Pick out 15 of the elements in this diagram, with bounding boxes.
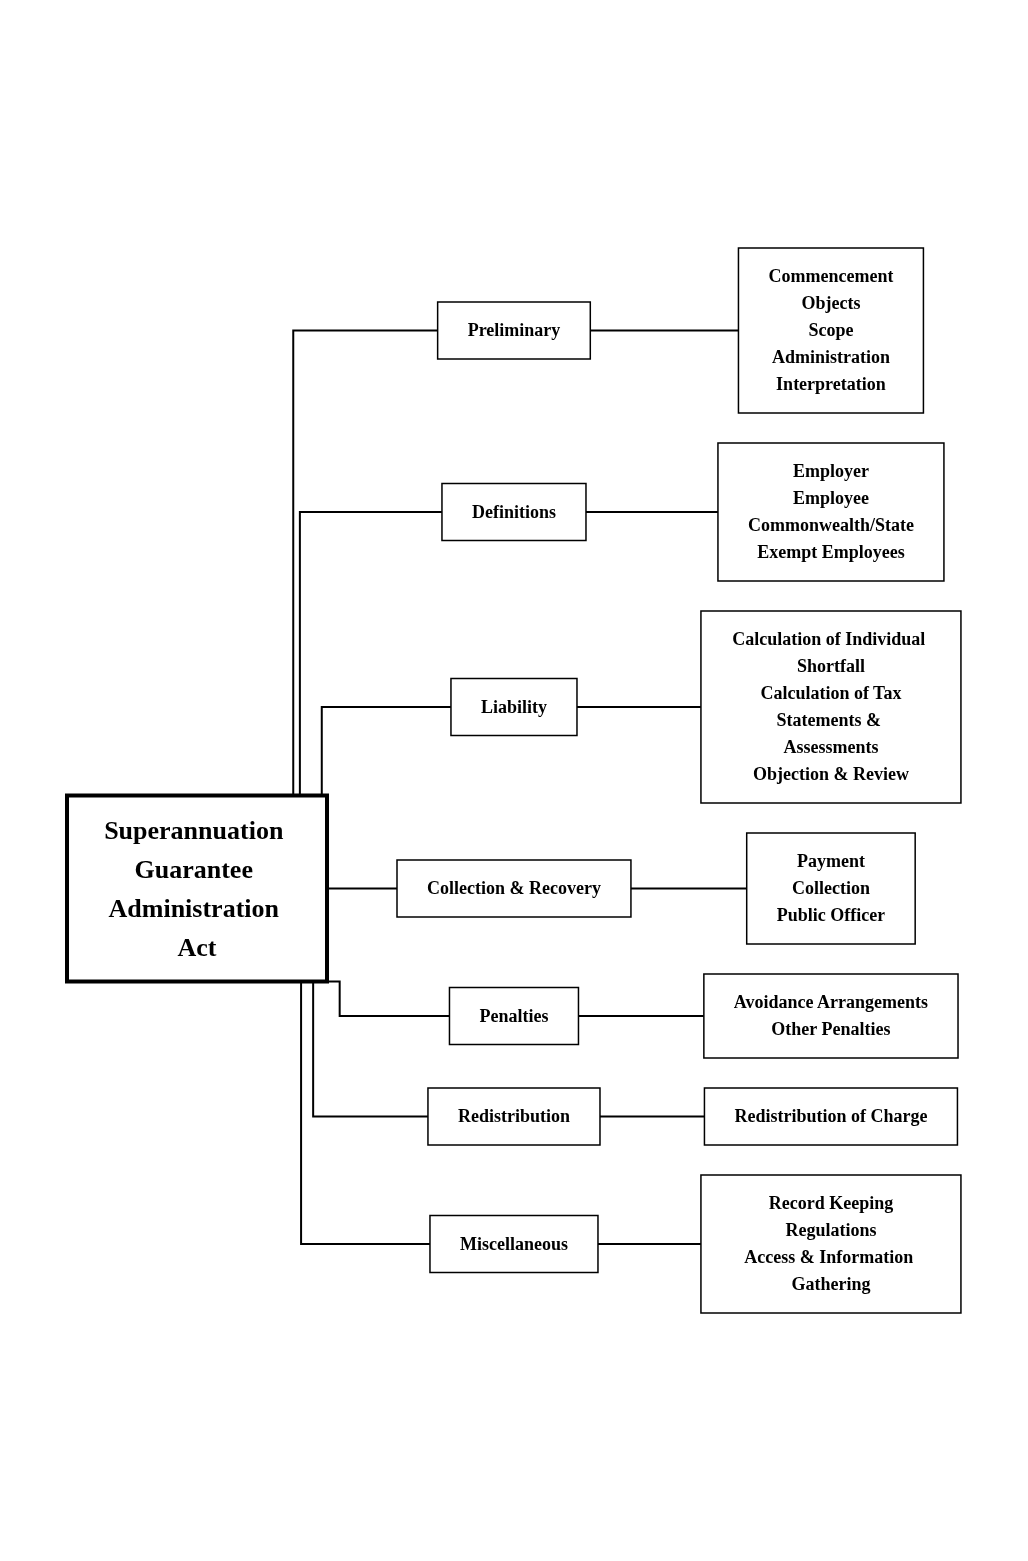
node-box: Payment Collection Public Officer	[746, 832, 916, 945]
node-box: Miscellaneous	[429, 1214, 599, 1274]
node-box: Superannuation Guarantee Administration Act	[65, 793, 330, 984]
node-box: Avoidance Arrangements Other Penalties	[703, 973, 959, 1059]
node-box: Commencement Objects Scope Administration Interpretation	[737, 247, 925, 414]
node-box: Liability	[450, 677, 578, 737]
node-box: Definitions	[441, 482, 587, 542]
node-box: Redistribution of Charge	[703, 1087, 959, 1146]
node-box: Employer Employee Commonwealth/State Exempt Employees	[717, 442, 945, 582]
node-box: Record Keeping Regulations Access & Information Gathering	[700, 1174, 962, 1314]
node-box: Redistribution	[427, 1087, 601, 1146]
node-box: Collection & Recovery	[396, 859, 632, 918]
node-box: Calculation of Individual Shortfall Calculation of Tax Statements & Assessments Objection & Review	[700, 610, 962, 804]
node-box: Penalties	[448, 986, 580, 1046]
node-box: Preliminary	[436, 301, 592, 360]
